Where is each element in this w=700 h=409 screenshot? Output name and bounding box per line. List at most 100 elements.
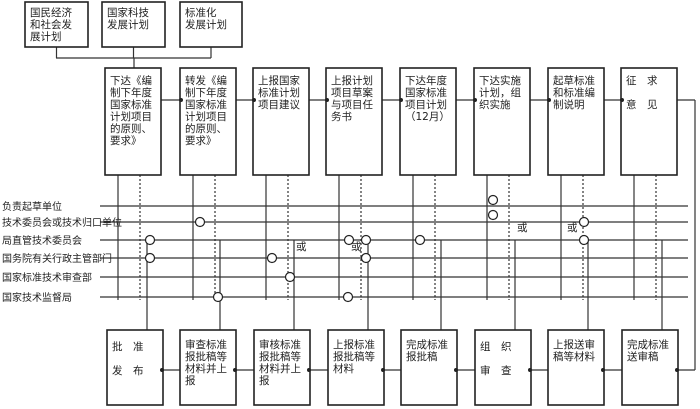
top-step-text: 起草标准 [553, 75, 595, 87]
source-plan-text: 国家科技 [107, 6, 149, 19]
junction-circle-icon [487, 209, 499, 221]
source-plan-box [101, 1, 166, 48]
bottom-step-text: 发 布 [112, 364, 144, 377]
bottom-step-box [179, 329, 237, 406]
bottom-step-box [621, 329, 679, 406]
arrow-head-icon [381, 368, 385, 372]
source-plan-box [24, 1, 89, 48]
role-label: 负责起草单位 [2, 200, 62, 213]
top-step-text: 和标准编 [553, 86, 595, 99]
top-step-text: 国家标准 [110, 98, 152, 111]
role-label: 技术委员会或技术归口单位 [2, 216, 122, 229]
junction-circle-icon [487, 194, 499, 206]
source-plan-text: 标准化 [185, 6, 217, 19]
bottom-step-text: 送审稿 [627, 350, 659, 363]
top-step-text: 上报国家 [258, 74, 300, 87]
top-step-box [179, 67, 237, 176]
arrow-head-icon [528, 368, 532, 372]
top-step-text: 转发《编 [185, 74, 227, 87]
top-step-box [399, 67, 457, 176]
bottom-step-text: 报 [185, 374, 196, 387]
top-step-text: 制下年度 [110, 86, 152, 99]
top-step-box [104, 67, 162, 176]
source-plan-text: 展计划 [30, 30, 62, 43]
junction-circle-icon [343, 234, 355, 246]
bottom-step-text: 材料并上 [259, 362, 301, 375]
bottom-step-text: 材料 [333, 362, 354, 375]
bottom-step-text: 完成标准 [406, 338, 448, 351]
top-step-text: 务书 [331, 110, 352, 123]
role-label: 国务院有关行政主管部门 [2, 252, 112, 265]
top-step-text: 的原则、 [185, 122, 227, 135]
top-step-text: 国家标准 [185, 98, 227, 111]
arrow-head-icon [454, 368, 458, 372]
top-step-box [547, 67, 605, 176]
junction-circle-icon [360, 252, 372, 264]
top-step-text: 计划项目 [185, 110, 227, 123]
role-label: 国家标准技术审查部 [2, 271, 92, 284]
top-step-text: 项目计划 [405, 98, 447, 111]
arrow-head-icon [233, 368, 237, 372]
junction-circle-icon [266, 252, 278, 264]
junction-circle-icon [194, 216, 206, 228]
top-step-text: 标准计划 [258, 86, 300, 99]
junction-circle-icon [144, 252, 156, 264]
arrow-head-icon [620, 98, 624, 102]
bottom-step-text: 报 [259, 374, 270, 387]
top-step-text: 上报计划 [331, 74, 373, 87]
bottom-step-box [474, 329, 532, 406]
arrow-head-icon [325, 98, 329, 102]
or-label: 或 [351, 241, 362, 253]
top-step-text: 项目草案 [331, 86, 373, 99]
bottom-step-text: 报批稿等 [185, 350, 227, 363]
source-plan-box [179, 1, 243, 48]
top-step-text: 意 见 [626, 98, 658, 111]
arrow-head-icon [399, 98, 403, 102]
bottom-step-text: 报批稿等 [333, 350, 375, 363]
bottom-step-text: 稿等材料 [553, 350, 595, 363]
top-step-text: 计划，组 [479, 86, 521, 99]
top-step-text: 织实施 [479, 98, 511, 111]
source-plan-text: 和社会发 [30, 18, 72, 31]
bottom-step-box [106, 329, 164, 406]
arrow-head-icon [307, 368, 311, 372]
role-label: 国家技术监督局 [2, 291, 72, 304]
bottom-step-text: 报批稿 [406, 350, 438, 363]
or-label: 或 [567, 222, 578, 234]
top-step-text: 国家标准 [405, 86, 447, 99]
junction-circle-icon [578, 234, 590, 246]
arrow-head-icon [179, 98, 183, 102]
arrow-head-icon [160, 368, 164, 372]
junction-circle-icon [578, 216, 590, 228]
source-plan-text: 发展计划 [107, 18, 149, 31]
top-step-text: 制下年度 [185, 86, 227, 99]
arrow-head-icon [473, 98, 477, 102]
arrow-head-icon [601, 368, 605, 372]
junction-circle-icon [144, 234, 156, 246]
bottom-step-text: 材料并上 [185, 362, 227, 375]
bottom-step-text: 批 准 [112, 340, 144, 353]
bottom-step-box [327, 329, 385, 406]
arrow-head-icon [675, 368, 679, 372]
or-label: 或 [517, 222, 528, 234]
or-label: 或 [296, 241, 307, 253]
top-step-box [252, 67, 310, 176]
top-step-text: 要求》 [110, 135, 142, 147]
role-label: 局直管技术委员会 [2, 234, 82, 247]
top-step-box [325, 67, 383, 176]
top-step-text: 下达《编 [110, 74, 152, 87]
top-step-text: 项目建议 [258, 98, 300, 111]
top-step-text: 与项目任 [331, 98, 373, 111]
top-step-text: （12月） [405, 111, 450, 123]
bottom-step-text: 审 查 [480, 364, 512, 377]
bottom-step-text: 审查标准 [185, 338, 227, 351]
arrow-head-icon [547, 98, 551, 102]
bottom-step-text: 组 织 [480, 340, 512, 353]
top-step-text: 的原则、 [110, 122, 152, 135]
arrow-head-icon [252, 98, 256, 102]
junction-circle-icon [284, 271, 296, 283]
top-step-text: 计划项目 [110, 110, 152, 123]
junction-circle-icon [212, 291, 224, 303]
